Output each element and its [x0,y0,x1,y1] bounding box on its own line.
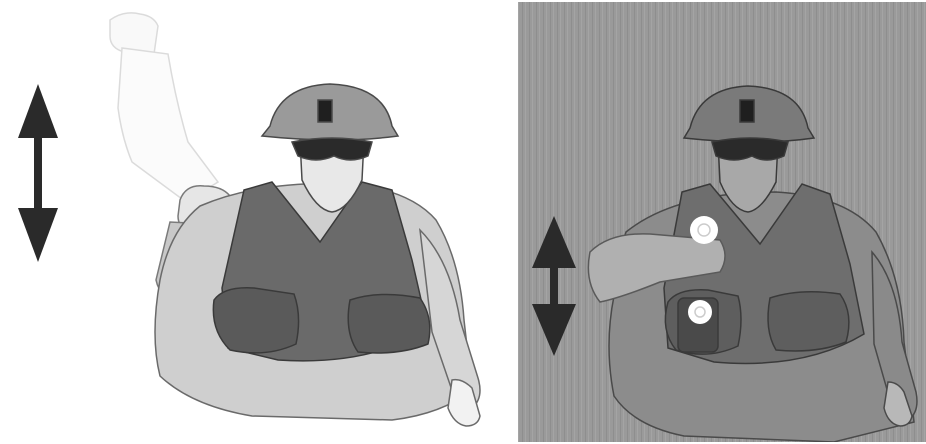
raised-arm-ghost [110,13,218,202]
double-arrow-vertical-icon [532,216,576,356]
flashlight-icon [678,298,718,352]
day-signal-panel [0,0,516,444]
day-signal-illustration [0,0,516,444]
double-arrow-vertical-icon [18,84,58,262]
night-signal-panel [518,2,926,442]
night-signal-illustration [518,2,926,442]
